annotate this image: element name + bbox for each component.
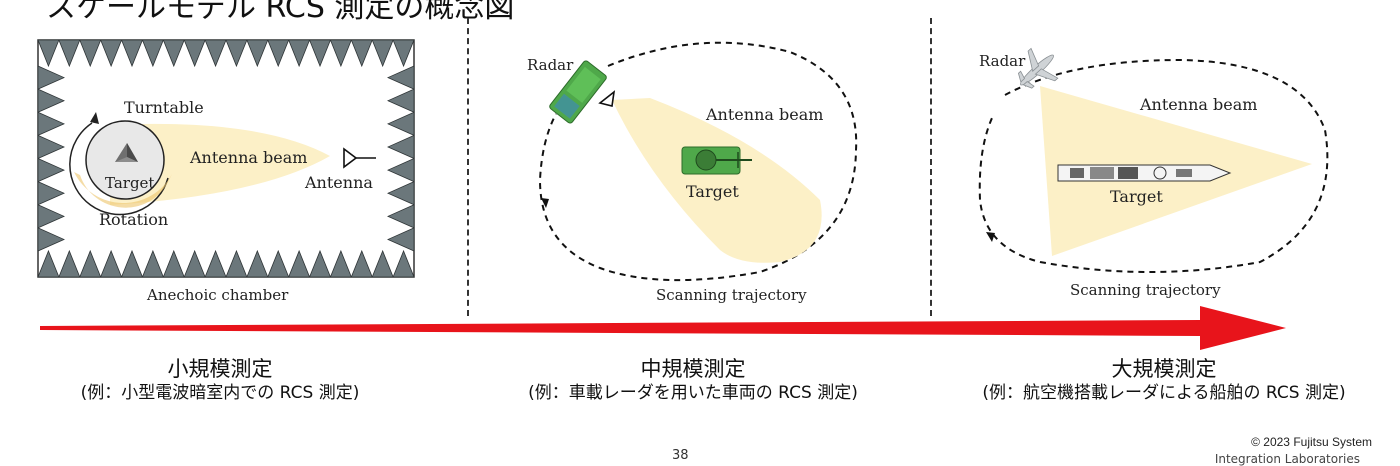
rotation-arrowhead-icon [90,112,99,124]
rotation-arrow [69,122,169,216]
absorber-wedge [387,227,415,252]
absorber-wedge [37,227,65,252]
antenna-beam-label: Antenna beam [1140,95,1258,114]
absorber-wedge [37,65,65,90]
scale-medium: 中規模測定 (例：車載レーダを用いた車両の RCS 測定) [478,356,908,404]
absorber-wedge [392,249,415,278]
antenna-beam-label: Antenna beam [190,148,308,167]
rotation-label: Rotation [99,210,169,229]
tank-target-icon [681,146,752,175]
scanning-trajectory [538,41,858,282]
absorber-wedge [392,39,415,68]
antenna-label: Antenna [305,173,373,192]
scale-title: 中規模測定 [640,357,746,381]
absorber-wedge [267,39,290,68]
radar-label: Radar [979,52,1026,70]
organization-text: Integration Laboratories [1214,452,1360,466]
absorber-wedge [204,39,227,68]
trajectory-arrowhead-icon [541,198,549,208]
absorber-wedge [350,249,373,278]
absorber-wedge [183,249,206,278]
target-label: Target [1110,187,1163,206]
trajectory-label: Scanning trajectory [656,286,807,304]
absorber-wedge [120,249,144,278]
absorber-wedge [37,204,65,229]
absorber-wedge [387,204,415,229]
absorber-wedge [288,39,311,68]
radar-label: Radar [527,56,574,74]
absorber-wedge [100,249,123,278]
absorber-wedge [329,249,352,278]
absorber-wedge [37,111,65,136]
airplane-radar-icon [1017,47,1059,89]
antenna-icon [343,147,376,169]
absorber-wedge [246,39,269,68]
trajectory-arrowhead-icon [986,232,995,242]
absorber-wedge [79,249,102,278]
panel-divider [930,18,932,316]
absorber-wedge [58,249,81,278]
absorber-wedge [387,157,415,183]
turntable-label: Turntable [124,98,204,117]
absorber-wedge [371,39,394,68]
absorber-wedge [246,249,269,278]
absorber-wedge [387,111,415,136]
absorber-wedge [37,249,60,278]
absorber-wedge [183,39,206,68]
rotation-band [74,172,172,208]
scale-example: (例：小型電波暗室内での RCS 測定) [80,383,360,403]
absorber-wedge [37,134,65,160]
radar-vehicle-icon [549,60,607,124]
absorber-wedge [100,39,123,68]
absorber-wedge [58,39,81,68]
absorber-wedge [225,39,248,68]
absorber-wedge [37,88,65,113]
absorber-wedge [387,88,415,113]
absorber-wedge [267,249,290,278]
trajectory-label: Scanning trajectory [1070,281,1221,299]
absorber-wedge [141,39,164,68]
absorber-wedge [387,65,415,90]
absorber-wedge [308,249,332,278]
absorber-wedge [204,249,227,278]
absorber-wedge [37,39,60,68]
absorber-wedge [79,39,102,68]
scale-title: 大規模測定 [1111,357,1217,381]
antenna-beam [612,98,822,263]
absorber-wedge [387,181,415,206]
absorber-wedge [329,39,352,68]
target-label: Target [105,174,155,192]
radar-antenna-icon [598,90,616,107]
scale-example: (例：航空機搭載レーダによる船舶の RCS 測定) [982,383,1346,403]
panel-divider [467,18,469,316]
page-title: スケールモデル RCS 測定の概念図 [46,0,515,25]
scanning-trajectory [978,58,1329,273]
scale-example: (例：車載レーダを用いた車両の RCS 測定) [528,383,858,403]
scale-large: 大規模測定 (例：航空機搭載レーダによる船舶の RCS 測定) [948,356,1380,404]
absorber-wedge [37,181,65,206]
copyright-text: © 2023 Fujitsu System [1251,435,1372,449]
absorber-wedge [162,39,185,68]
diagram-canvas [37,39,1329,350]
absorber-wedge [288,249,311,278]
absorber-wedge [350,39,373,68]
scale-small: 小規模測定 (例：小型電波暗室内での RCS 測定) [40,356,400,404]
absorber-wedge [162,249,185,278]
target-label: Target [686,182,739,201]
absorber-wedge [387,134,415,160]
ship-target-icon [1057,164,1232,182]
absorber-wedge [141,249,164,278]
absorber-wedge [37,157,65,183]
scale-progression-arrow [40,306,1286,350]
chamber-label: Anechoic chamber [147,286,289,304]
absorber-wedge [308,39,332,68]
scale-title: 小規模測定 [167,357,273,381]
absorber-wall [37,39,415,278]
absorber-wedge [225,249,248,278]
absorber-wedge [120,39,144,68]
antenna-beam-label: Antenna beam [706,105,824,124]
absorber-wedge [371,249,394,278]
target-pyramid-icon [115,143,138,162]
